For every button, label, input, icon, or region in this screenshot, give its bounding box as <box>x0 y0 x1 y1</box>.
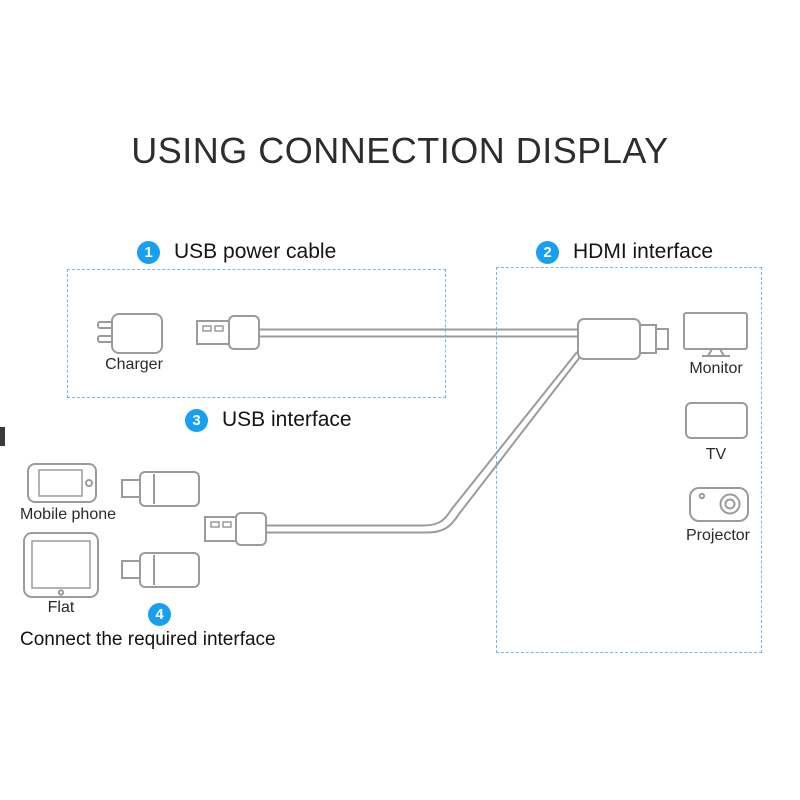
page-title: USING CONNECTION DISPLAY <box>131 130 669 171</box>
flat-label: Flat <box>47 599 75 616</box>
step-2-label: HDMI interface <box>573 240 714 263</box>
hdmi-plug-icon <box>577 318 669 360</box>
left-edge-artifact <box>0 427 5 446</box>
tablet-icon <box>23 532 99 598</box>
tv-label: TV <box>705 446 727 463</box>
step-4-number-badge: 4 <box>148 603 171 626</box>
projector-icon <box>689 487 749 522</box>
usb-power-plug-icon <box>196 315 260 350</box>
hdmi-section-box <box>496 267 762 653</box>
usb-adapter-phone-icon <box>121 471 200 507</box>
step-2: 2 HDMI interface <box>536 240 713 264</box>
monitor-label: Monitor <box>689 360 743 377</box>
step-1-label: USB power cable <box>174 240 337 263</box>
step-4-label: Connect the required interface <box>20 629 276 650</box>
charger-icon <box>97 313 163 354</box>
usb-interface-plug-icon <box>204 512 267 546</box>
step-3: 3 USB interface <box>185 408 352 432</box>
step-1-number-badge: 1 <box>137 240 160 264</box>
mobile-phone-label: Mobile phone <box>19 506 117 523</box>
step-3-label: USB interface <box>222 408 352 431</box>
mobile-phone-icon <box>27 463 97 503</box>
projector-label: Projector <box>685 527 751 544</box>
step-1: 1 USB power cable <box>137 240 336 264</box>
tv-icon <box>685 402 748 439</box>
step-3-number-badge: 3 <box>185 408 208 432</box>
monitor-icon <box>683 312 748 357</box>
usb-power-section-box <box>67 269 446 398</box>
step-2-number-badge: 2 <box>536 240 559 264</box>
charger-label: Charger <box>105 356 163 373</box>
usb-adapter-tablet-icon <box>121 552 200 588</box>
usb-to-hdmi-cable <box>258 328 581 534</box>
